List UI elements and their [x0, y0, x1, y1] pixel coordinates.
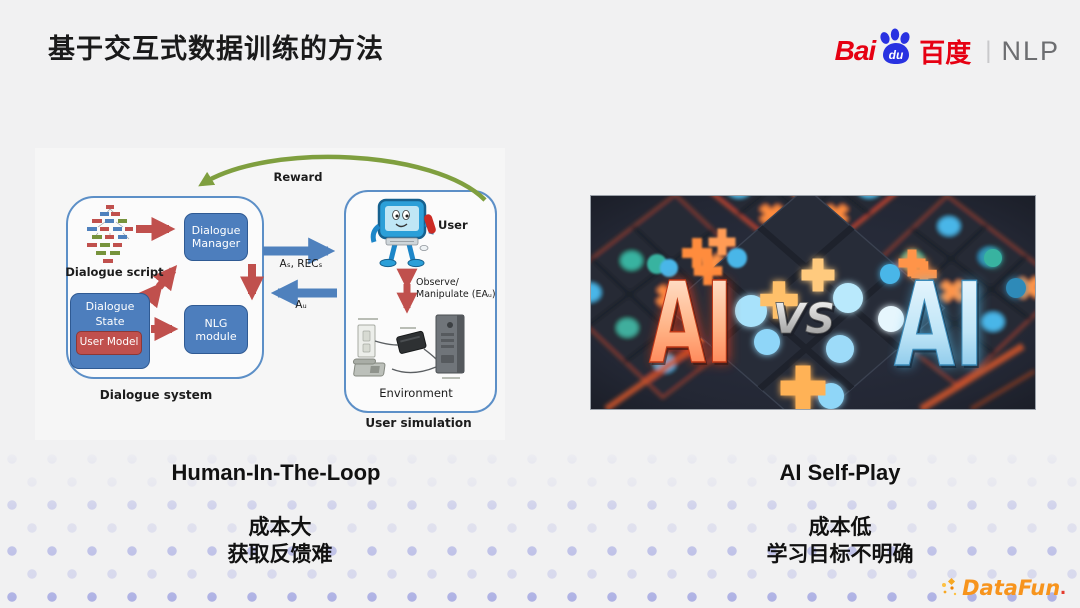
dialogue-script-label: Dialogue script: [65, 265, 164, 279]
baidu-chinese-text: 百度: [919, 37, 972, 68]
svg-text:AI: AI: [896, 261, 986, 396]
dialogue-state-line2: State: [95, 315, 125, 328]
diagram-drawing-layer: [87, 154, 487, 379]
svg-text:AI: AI: [651, 262, 735, 392]
datafun-wordmark: DataFun: [962, 576, 1061, 600]
svg-text:VS: VS: [773, 294, 836, 343]
nlp-dept-text: NLP: [1001, 35, 1060, 66]
baidu-nlp-logo: Bai du 百度 | NLP: [834, 28, 1060, 72]
page-title: 基于交互式数据训练的方法: [48, 34, 384, 64]
human-in-the-loop-diagram: Dialogue Manager Dialogue State User Mod…: [35, 148, 505, 440]
ai-vs-ai-art: AI AI AI VS VS AI AI AI: [547, 107, 1068, 430]
caption-ai-self-play: AI Self-Play: [779, 460, 901, 485]
reward-arrow: [198, 154, 487, 202]
nlg-module-box: NLG module: [184, 305, 248, 354]
hitl-note-line2: 获取反馈难: [227, 543, 333, 566]
notes-human-in-the-loop: 成本大 获取反馈难: [80, 514, 480, 568]
dialogue-system-label: Dialogue system: [99, 388, 213, 402]
dialogue-manager-box: Dialogue Manager: [184, 213, 248, 261]
ai-left-text: AI AI AI: [648, 258, 735, 392]
dialogue-state-box: Dialogue State User Model: [70, 293, 150, 369]
baidu-du-text: du: [889, 48, 904, 62]
dot-pattern-decoration: [0, 445, 1080, 608]
game-pieces: [647, 228, 1026, 411]
observe-manipulate-label: Observe/ Manipulate (EAᵤ): [416, 277, 496, 300]
environment-label: Environment: [379, 386, 453, 400]
dialogue-manager-line1: Dialogue: [191, 224, 241, 237]
dialogue-state-line1: Dialogue: [85, 300, 135, 313]
ai-vs-ai-image: AI AI AI VS VS AI AI AI: [547, 107, 1068, 430]
vs-text: VS VS: [772, 294, 838, 346]
datafun-logo: DataFun .: [940, 576, 1066, 600]
svg-text:AI: AI: [894, 258, 984, 393]
user-simulation-label: User simulation: [365, 416, 472, 430]
nlg-line1: NLG: [204, 316, 228, 330]
datafun-sparkle-icon: [940, 577, 960, 599]
selfplay-note-line1: 成本低: [808, 516, 872, 539]
reward-label: Reward: [273, 170, 323, 184]
observe-line1: Observe/: [416, 277, 459, 288]
caption-human-in-the-loop: Human-In-The-Loop: [171, 460, 381, 485]
dialogue-manager-line2: Manager: [191, 237, 241, 250]
svg-text:AI: AI: [649, 259, 733, 389]
dialogue-script-tree: [87, 205, 133, 263]
notes-ai-self-play: 成本低 学习目标不明确: [640, 514, 1040, 568]
baidu-logo-text: Bai: [834, 35, 877, 66]
user-label: User: [438, 218, 468, 232]
svg-text:VS: VS: [775, 297, 838, 346]
as-recs-label: Aₛ, RECₛ: [279, 258, 323, 270]
telephone-illustration: [352, 358, 386, 377]
nlg-line2: module: [195, 329, 237, 343]
computer-character-illustration: [370, 198, 436, 268]
ai-right-text: AI AI AI: [893, 257, 986, 396]
state-script-double-arrow: [138, 265, 178, 309]
baidu-paw-icon: du: [875, 28, 917, 70]
environment-equipment-illustration: [352, 314, 465, 379]
user-model-box: User Model: [76, 331, 142, 355]
central-game-board: [666, 186, 946, 430]
au-label: Aᵤ: [295, 299, 307, 311]
selfplay-note-line2: 学习目标不明确: [766, 543, 914, 566]
svg-text:AI: AI: [896, 259, 986, 394]
svg-text:AI: AI: [651, 260, 735, 390]
datafun-period: .: [1060, 576, 1066, 599]
logo-separator: |: [985, 37, 992, 64]
hitl-note-line1: 成本大: [248, 516, 312, 539]
observe-line2: Manipulate (EAᵤ): [416, 288, 496, 300]
